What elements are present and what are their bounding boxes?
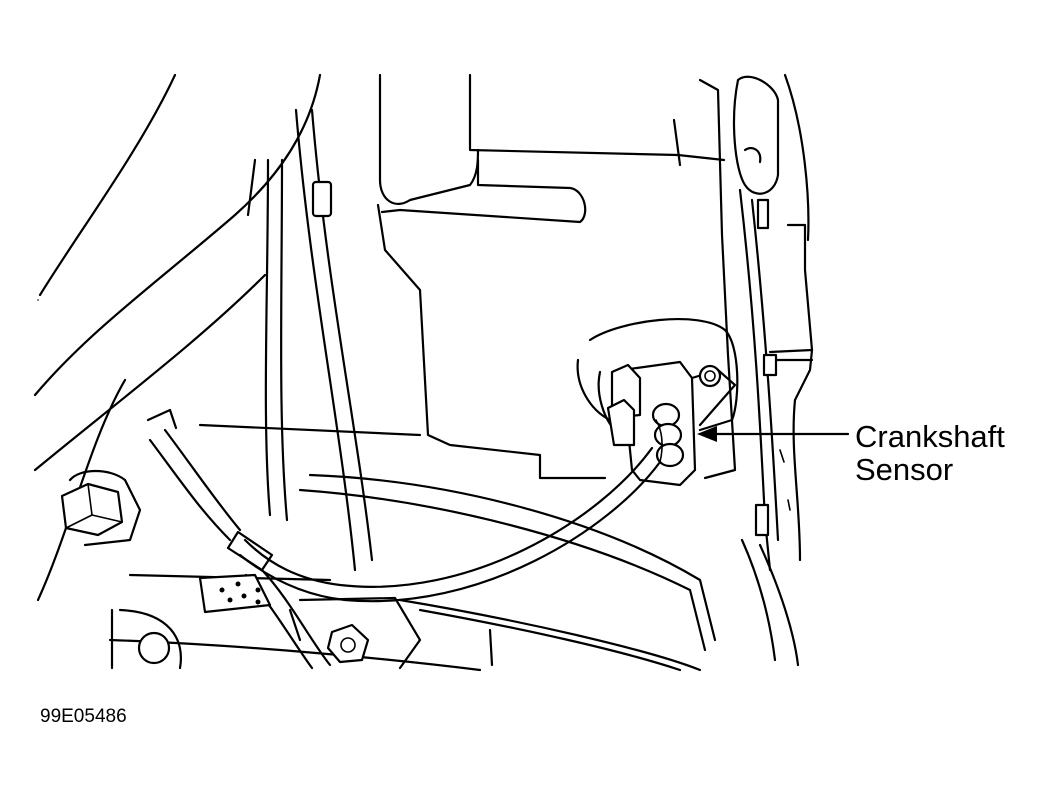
mount-bracket — [732, 73, 814, 667]
harness-clip — [198, 573, 272, 614]
callout-arrow — [697, 426, 850, 442]
engine-block — [198, 73, 737, 480]
lower-pan — [108, 473, 717, 672]
callout-line-2: Sensor — [855, 452, 954, 487]
fluid-lines — [246, 108, 374, 572]
figure-id: 99E05486 — [40, 706, 127, 727]
hex-bolt-left — [60, 470, 142, 547]
lower-left-cover — [110, 596, 422, 670]
callout-line-1: Crankshaft — [855, 419, 1005, 454]
crankshaft-sensor — [606, 360, 737, 487]
crankshaft-sensor-label: Crankshaft Sensor — [855, 420, 1005, 486]
bellhousing-outline — [33, 73, 322, 602]
sensor-harness — [146, 408, 662, 670]
